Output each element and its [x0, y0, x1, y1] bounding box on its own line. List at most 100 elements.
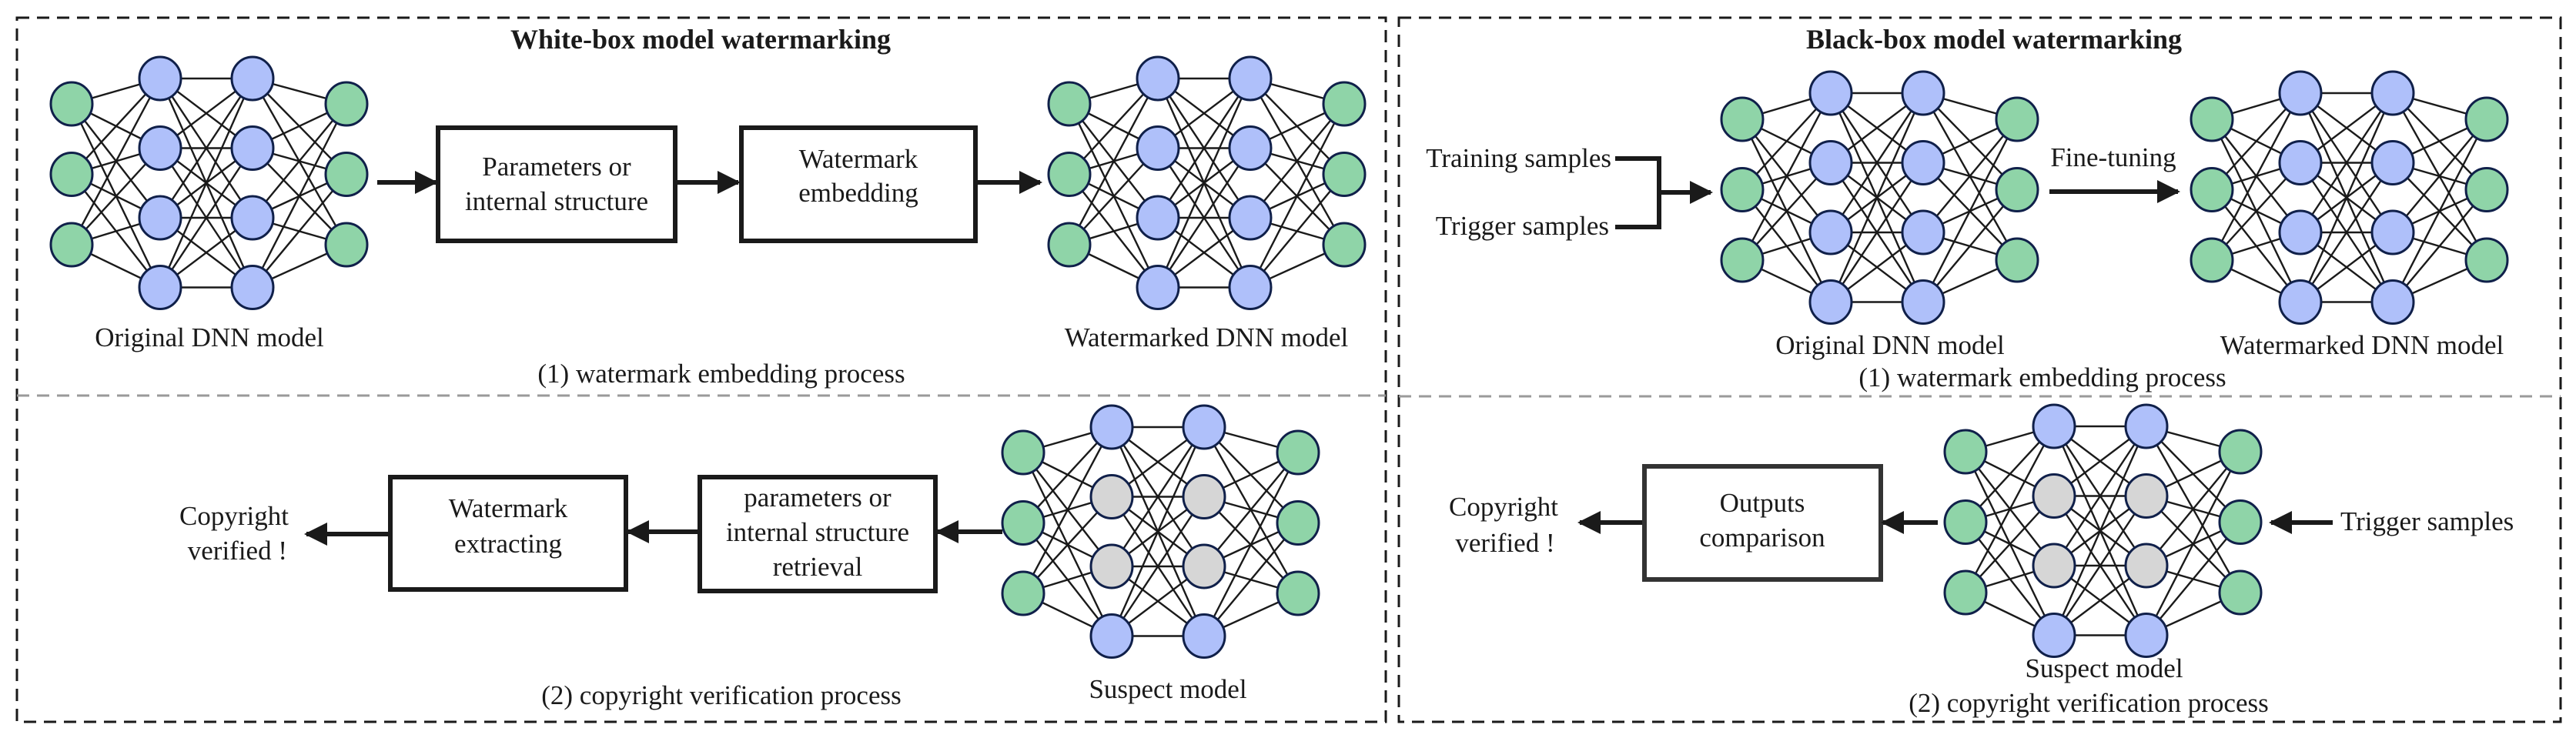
hidden-node	[2370, 279, 2415, 325]
network-edge	[1203, 522, 1299, 637]
hidden-node	[1808, 140, 1853, 185]
hidden-node	[1136, 55, 1180, 102]
network-edge	[1250, 173, 1345, 289]
input-node	[1943, 499, 1988, 545]
input-node	[1047, 81, 1092, 127]
output-node	[2218, 499, 2263, 545]
watermark-extracting-line1: Watermark	[449, 493, 568, 523]
output-node	[1276, 429, 1320, 476]
bb-trigger-samples-input: Trigger samples	[2340, 506, 2514, 536]
hidden-node	[1089, 404, 1134, 450]
network-edge	[1156, 78, 1252, 219]
input-node	[2190, 96, 2234, 142]
network-edge	[1829, 92, 1925, 302]
network-edge	[2052, 426, 2148, 566]
hidden-node	[1901, 140, 1945, 185]
hidden-node	[1228, 265, 1273, 310]
output-node	[2464, 96, 2509, 142]
hidden-node	[2032, 613, 2076, 658]
output-node	[1995, 237, 2039, 283]
white-box-panel: White-box model watermarking Original DN…	[15, 16, 1387, 723]
parameters-box-frame	[436, 125, 677, 243]
network-edge	[1110, 426, 1206, 567]
network-edge	[252, 103, 347, 219]
network-edge	[159, 78, 254, 288]
network-edge	[1068, 78, 1159, 245]
black-box-panel-border	[1397, 16, 2562, 723]
bb-suspect-network	[1943, 403, 2263, 658]
input-node	[2190, 167, 2234, 212]
watermark-extracting-box: Watermark extracting	[388, 475, 628, 592]
network-edge	[252, 173, 347, 289]
parameters-retrieval-box: parameters or internal structure retriev…	[698, 475, 938, 593]
network-edge	[159, 78, 254, 219]
hidden-node	[1136, 265, 1180, 310]
parameters-retrieval-line1: parameters or	[744, 483, 892, 513]
samples-merge-bracket	[1615, 156, 1661, 229]
white-box-verification-section: Copyright verified ! Watermark extractin…	[179, 404, 1320, 710]
network-edge	[2210, 92, 2302, 261]
hidden-node	[2032, 403, 2076, 449]
network-edge	[70, 78, 162, 245]
output-node	[2464, 167, 2509, 212]
hidden-node	[2278, 279, 2323, 325]
network-edge	[1249, 103, 1346, 289]
watermark-embedding-line2: embedding	[798, 178, 918, 208]
input-node	[1720, 237, 1765, 283]
input-node	[49, 81, 94, 127]
copyright-verified-line1: Copyright	[179, 501, 289, 531]
suspect-model-label: Suspect model	[1089, 674, 1246, 704]
network-edge	[1110, 426, 1206, 636]
hidden-node	[2370, 70, 2415, 116]
parameters-box: Parameters or internal structure	[436, 125, 677, 243]
network-edge	[1829, 162, 1925, 303]
hidden-node	[2278, 140, 2323, 185]
black-box-verification-caption: (2) copyright verification process	[1909, 688, 2268, 718]
bb-copyright-verified-line1: Copyright	[1449, 492, 1558, 522]
network-edge	[1922, 119, 2018, 233]
input-node	[1047, 152, 1092, 197]
network-edge	[2299, 92, 2394, 233]
hidden-node	[2278, 209, 2323, 255]
hidden-node	[230, 265, 275, 310]
output-node	[324, 222, 369, 268]
modified-hidden-node	[2032, 473, 2076, 519]
training-samples-label: Training samples	[1426, 143, 1611, 173]
modified-hidden-node	[2032, 543, 2076, 589]
output-node	[1276, 500, 1320, 546]
network-edge	[2392, 189, 2487, 303]
hidden-node	[138, 265, 182, 310]
hidden-node	[1808, 70, 1853, 116]
outputs-comparison-box-frame	[1642, 464, 1883, 582]
output-node	[2218, 429, 2263, 475]
network-edge	[1156, 147, 1252, 289]
trigger-samples-label: Trigger samples	[1436, 211, 1609, 241]
network-edge	[251, 103, 348, 289]
watermark-embedding-line1: Watermark	[799, 144, 918, 174]
hidden-node	[2370, 209, 2415, 255]
bb-watermarked-dnn-network	[2190, 70, 2509, 325]
outputs-comparison-line1: Outputs	[1720, 488, 1805, 518]
hidden-node	[2370, 140, 2415, 185]
input-node	[1943, 569, 1988, 616]
network-edge	[1110, 496, 1206, 637]
network-edge	[1964, 426, 2056, 593]
hidden-node	[1136, 125, 1180, 171]
watermark-extracting-box-frame	[388, 475, 628, 592]
white-box-title: White-box model watermarking	[510, 24, 891, 55]
black-box-embedding-section: Training samples Trigger samples Origina…	[1426, 70, 2509, 392]
hidden-node	[1182, 613, 1226, 659]
input-node	[1001, 570, 1045, 616]
modified-hidden-node	[2124, 473, 2169, 519]
suspect-network	[1001, 404, 1320, 659]
hidden-node	[1901, 70, 1945, 116]
black-box-title: Black-box model watermarking	[1806, 24, 2182, 55]
hidden-node	[1136, 195, 1180, 241]
hidden-node	[230, 125, 275, 171]
black-box-panel: Black-box model watermarking Training sa…	[1397, 16, 2562, 723]
fine-tuning-label: Fine-tuning	[2050, 142, 2176, 172]
network-edge	[2299, 92, 2394, 302]
white-box-verification-caption: (2) copyright verification process	[541, 680, 901, 710]
watermark-extracting-line2: extracting	[454, 529, 562, 559]
